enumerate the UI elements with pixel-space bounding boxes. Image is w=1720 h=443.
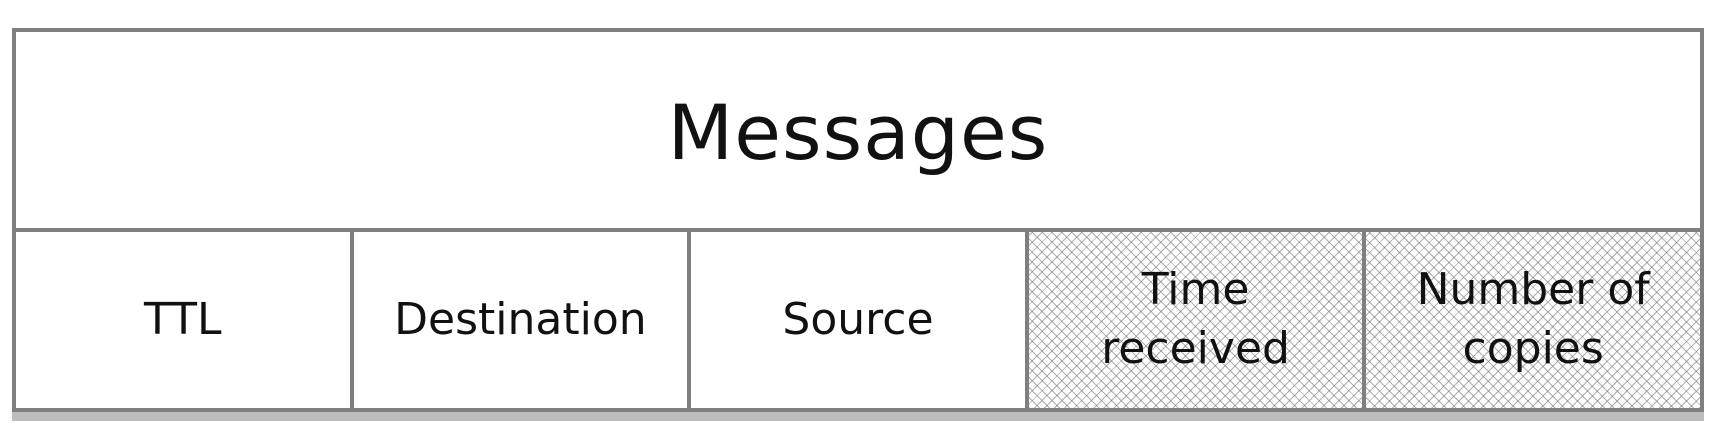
field-destination-label: Destination [394, 293, 647, 345]
message-structure-diagram: Messages TTL Destination Source Time rec… [12, 28, 1704, 421]
field-ttl: TTL [16, 232, 354, 408]
message-fields-row: TTL Destination Source Time received Num… [16, 232, 1700, 408]
messages-title-row: Messages [16, 32, 1700, 232]
bottom-shadow-rule [12, 412, 1704, 421]
field-ttl-label: TTL [144, 293, 222, 345]
field-time-received: Time received [1029, 232, 1367, 408]
field-source: Source [691, 232, 1029, 408]
field-destination: Destination [353, 232, 692, 408]
field-number-of-copies: Number of copies [1366, 232, 1700, 408]
messages-title: Messages [667, 88, 1049, 177]
messages-table: Messages TTL Destination Source Time rec… [12, 28, 1704, 412]
field-time-received-label: Time received [1101, 264, 1290, 374]
field-source-label: Source [782, 293, 934, 345]
field-number-of-copies-label: Number of copies [1416, 264, 1650, 374]
